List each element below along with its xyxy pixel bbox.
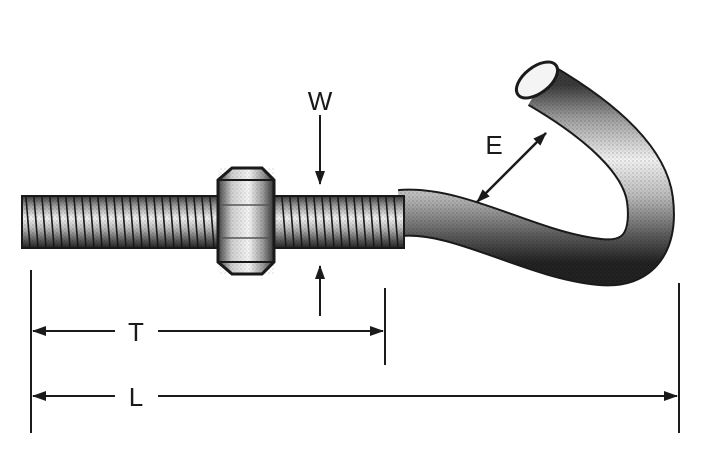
label-eye: E xyxy=(485,130,502,160)
label-length: L xyxy=(129,382,143,412)
thread-ridge xyxy=(65,196,71,248)
dimension-lines xyxy=(30,115,680,433)
thread-ridge xyxy=(305,196,311,248)
thread-ridge xyxy=(313,196,319,248)
eye-arrow xyxy=(476,132,547,203)
thread-ridge xyxy=(89,196,95,248)
label-thread: T xyxy=(128,317,144,347)
thread-ridge xyxy=(137,196,143,248)
thread-ridge xyxy=(113,196,119,248)
thread-ridge xyxy=(345,196,351,248)
thread-ridge xyxy=(321,196,327,248)
thread-ridge xyxy=(353,196,359,248)
thread-ridges xyxy=(25,196,399,248)
thread-ridge xyxy=(393,196,399,248)
thread-ridge xyxy=(145,196,151,248)
thread-ridge xyxy=(209,196,215,248)
thread-ridge xyxy=(97,196,103,248)
thread-ridge xyxy=(129,196,135,248)
hook-bolt xyxy=(21,60,675,287)
thread-ridge xyxy=(281,196,287,248)
thread-ridge xyxy=(41,196,47,248)
thread-ridge xyxy=(201,196,207,248)
thread-ridge xyxy=(193,196,199,248)
label-width: W xyxy=(308,86,333,116)
thread-ridge xyxy=(337,196,343,248)
hex-nut xyxy=(216,166,276,276)
thread-ridge xyxy=(33,196,39,248)
thread-ridge xyxy=(121,196,127,248)
thread-ridge xyxy=(369,196,375,248)
thread-ridge xyxy=(177,196,183,248)
thread-ridge xyxy=(169,196,175,248)
thread-ridge xyxy=(25,196,31,248)
thread-ridge xyxy=(329,196,335,248)
thread-ridge xyxy=(385,196,391,248)
thread-ridge xyxy=(361,196,367,248)
thread-ridge xyxy=(81,196,87,248)
thread-ridge xyxy=(185,196,191,248)
thread-ridge xyxy=(377,196,383,248)
thread-ridge xyxy=(153,196,159,248)
thread-ridge xyxy=(105,196,111,248)
thread-ridge xyxy=(161,196,167,248)
hook-tip xyxy=(514,60,560,100)
thread-ridge xyxy=(57,196,63,248)
thread-ridge xyxy=(289,196,295,248)
thread-ridge xyxy=(297,196,303,248)
thread-ridge xyxy=(73,196,79,248)
thread-ridge xyxy=(49,196,55,248)
